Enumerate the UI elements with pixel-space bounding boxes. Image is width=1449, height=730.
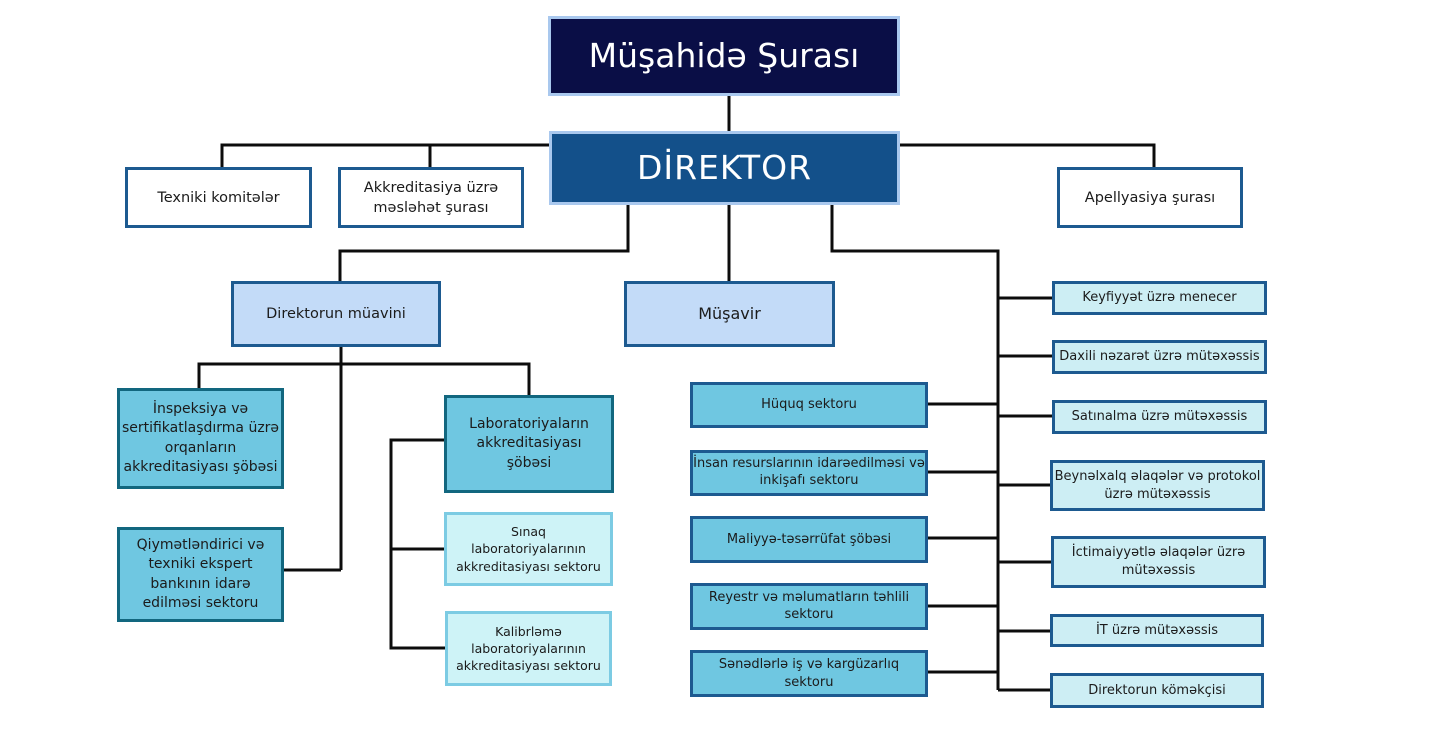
specialist-node: Daxili nəzarət üzrə mütəxəssis xyxy=(1052,340,1267,374)
sector-label: Reyestr və məlumatların təhlili sektoru xyxy=(708,589,910,622)
calibration-labs-sector-node: Kalibrləmə laboratoriyalarının akkredita… xyxy=(445,611,612,686)
calibration-labs-sector-label: Kalibrləmə laboratoriyalarının akkredita… xyxy=(456,623,601,674)
sector-label: Sənədlərlə iş və kargüzarlıq sektoru xyxy=(718,656,900,690)
expert-bank-sector-node: Qiymətləndirici və texniki ekspert bankı… xyxy=(117,527,284,622)
director-label: DİREKTOR xyxy=(636,148,813,188)
specialist-node: İT üzrə mütəxəssis xyxy=(1050,614,1264,647)
connector-director-deputy xyxy=(338,204,630,282)
board-label: Müşahidə Şurası xyxy=(588,36,860,76)
specialist-label: Satınalma üzrə mütəxəssis xyxy=(1071,409,1248,425)
connector-director-left-councils xyxy=(220,143,550,168)
sector-label: İnsan resurslarının idarəedilməsi və ink… xyxy=(693,456,925,488)
deputy-director-node: Direktorun müavini xyxy=(231,281,441,347)
sector-node: Sənədlərlə iş və kargüzarlıq sektoru xyxy=(690,650,928,697)
board-node: Müşahidə Şurası xyxy=(548,16,900,96)
sector-node: Maliyyə-təsərrüfat şöbəsi xyxy=(690,516,928,563)
testing-labs-sector-label: Sınaq laboratoriyalarının akkreditasiyas… xyxy=(456,524,601,574)
specialist-label: Beynəlxalq əlaqələr və protokol üzrə müt… xyxy=(1054,468,1261,502)
sector-node: İnsan resurslarının idarəedilməsi və ink… xyxy=(690,450,928,496)
connector-deputy-branches xyxy=(197,362,531,396)
specialist-label: Daxili nəzarət üzrə mütəxəssis xyxy=(1059,349,1260,365)
sector-node: Reyestr və məlumatların təhlili sektoru xyxy=(690,583,928,630)
connector-director-appeals xyxy=(898,143,1156,168)
specialist-node: Direktorun köməkçisi xyxy=(1050,673,1264,708)
director-node: DİREKTOR xyxy=(549,131,900,205)
specialist-node: İctimaiyyətlə əlaqələr üzrə mütəxəssis xyxy=(1051,536,1266,588)
technical-committees-label: Texniki komitələr xyxy=(157,189,280,206)
technical-committees-node: Texniki komitələr xyxy=(125,167,312,228)
specialist-node: Beynəlxalq əlaqələr və protokol üzrə müt… xyxy=(1050,460,1265,511)
sector-label: Maliyyə-təsərrüfat şöbəsi xyxy=(726,531,892,547)
advisor-label: Müşavir xyxy=(698,303,761,323)
connector-lab-bracket xyxy=(389,438,446,650)
appeals-council-label: Apellyasiya şurası xyxy=(1084,189,1216,206)
laboratories-department-label: Laboratoriyaların akkreditasiyası şöbəsi xyxy=(469,416,589,471)
sector-label: Hüquq sektoru xyxy=(761,397,857,413)
expert-bank-sector-label: Qiymətləndirici və texniki ekspert bankı… xyxy=(136,536,265,611)
specialist-node: Keyfiyyət üzrə menecer xyxy=(1052,281,1267,315)
appeals-council-node: Apellyasiya şurası xyxy=(1057,167,1243,228)
specialist-label: İT üzrə mütəxəssis xyxy=(1095,622,1219,638)
inspection-department-node: İnspeksiya və sertifikatlaşdırma üzrə or… xyxy=(117,388,284,489)
specialist-label: İctimaiyyətlə əlaqələr üzrə mütəxəssis xyxy=(1071,545,1246,578)
deputy-director-label: Direktorun müavini xyxy=(266,306,406,322)
laboratories-department-node: Laboratoriyaların akkreditasiyası şöbəsi xyxy=(444,395,614,493)
inspection-department-label: İnspeksiya və sertifikatlaşdırma üzrə or… xyxy=(121,400,280,475)
specialist-label: Keyfiyyət üzrə menecer xyxy=(1082,290,1237,306)
accreditation-council-label: Akkreditasiya üzrə məsləhət şurası xyxy=(363,179,499,216)
accreditation-council-node: Akkreditasiya üzrə məsləhət şurası xyxy=(338,167,524,228)
sector-node: Hüquq sektoru xyxy=(690,382,928,428)
testing-labs-sector-node: Sınaq laboratoriyalarının akkreditasiyas… xyxy=(444,512,613,586)
specialist-label: Direktorun köməkçisi xyxy=(1088,682,1226,698)
advisor-node: Müşavir xyxy=(624,281,835,347)
specialist-node: Satınalma üzrə mütəxəssis xyxy=(1052,400,1267,434)
